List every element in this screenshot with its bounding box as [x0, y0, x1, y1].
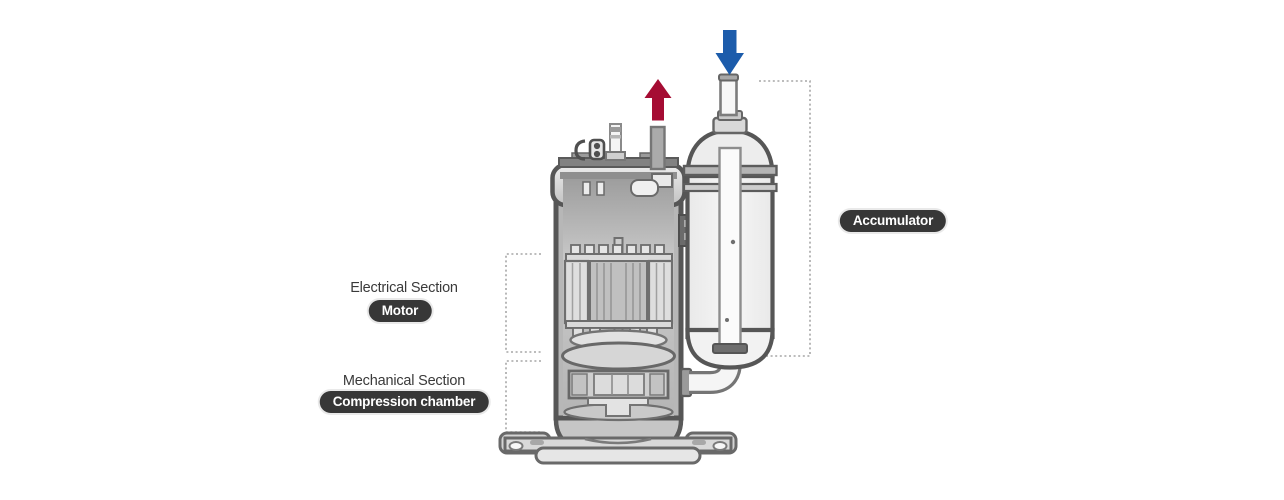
rotor-core — [589, 260, 648, 324]
base-mounting-plate — [498, 431, 738, 465]
suction-arrow-down-icon — [715, 30, 744, 75]
motor-section-bracket — [505, 253, 541, 353]
compression-chamber-badge: Compression chamber — [319, 391, 489, 413]
accumulator-unit — [678, 73, 778, 398]
electrical-section-label: Electrical Section — [350, 280, 458, 296]
internal-suction-pipe — [718, 146, 742, 350]
base-skirt — [534, 446, 702, 465]
discharge-arrow-up-icon — [644, 79, 672, 121]
electrical-terminal — [574, 138, 606, 161]
accumulator-badge: Accumulator — [839, 210, 947, 232]
bolt-hole-right — [712, 441, 728, 451]
stator-winding-right — [647, 259, 674, 325]
process-tube — [605, 123, 626, 161]
mechanical-section-label: Mechanical Section — [342, 373, 466, 389]
discharge-pipe — [649, 125, 666, 171]
bolt-hole-left — [508, 441, 524, 451]
compressor-body — [498, 123, 738, 465]
inlet-pipe — [719, 75, 738, 117]
pipe-exit-collar — [712, 343, 748, 354]
oil-pickup — [587, 397, 649, 417]
stator-winding-left — [563, 259, 590, 325]
main-bearing-flange — [561, 341, 676, 371]
motor-stator — [563, 237, 674, 337]
compression-section-bracket — [505, 360, 541, 433]
accumulator-bracket — [759, 80, 811, 357]
compression-chamber-assembly — [563, 369, 674, 422]
motor-badge: Motor — [368, 300, 432, 322]
